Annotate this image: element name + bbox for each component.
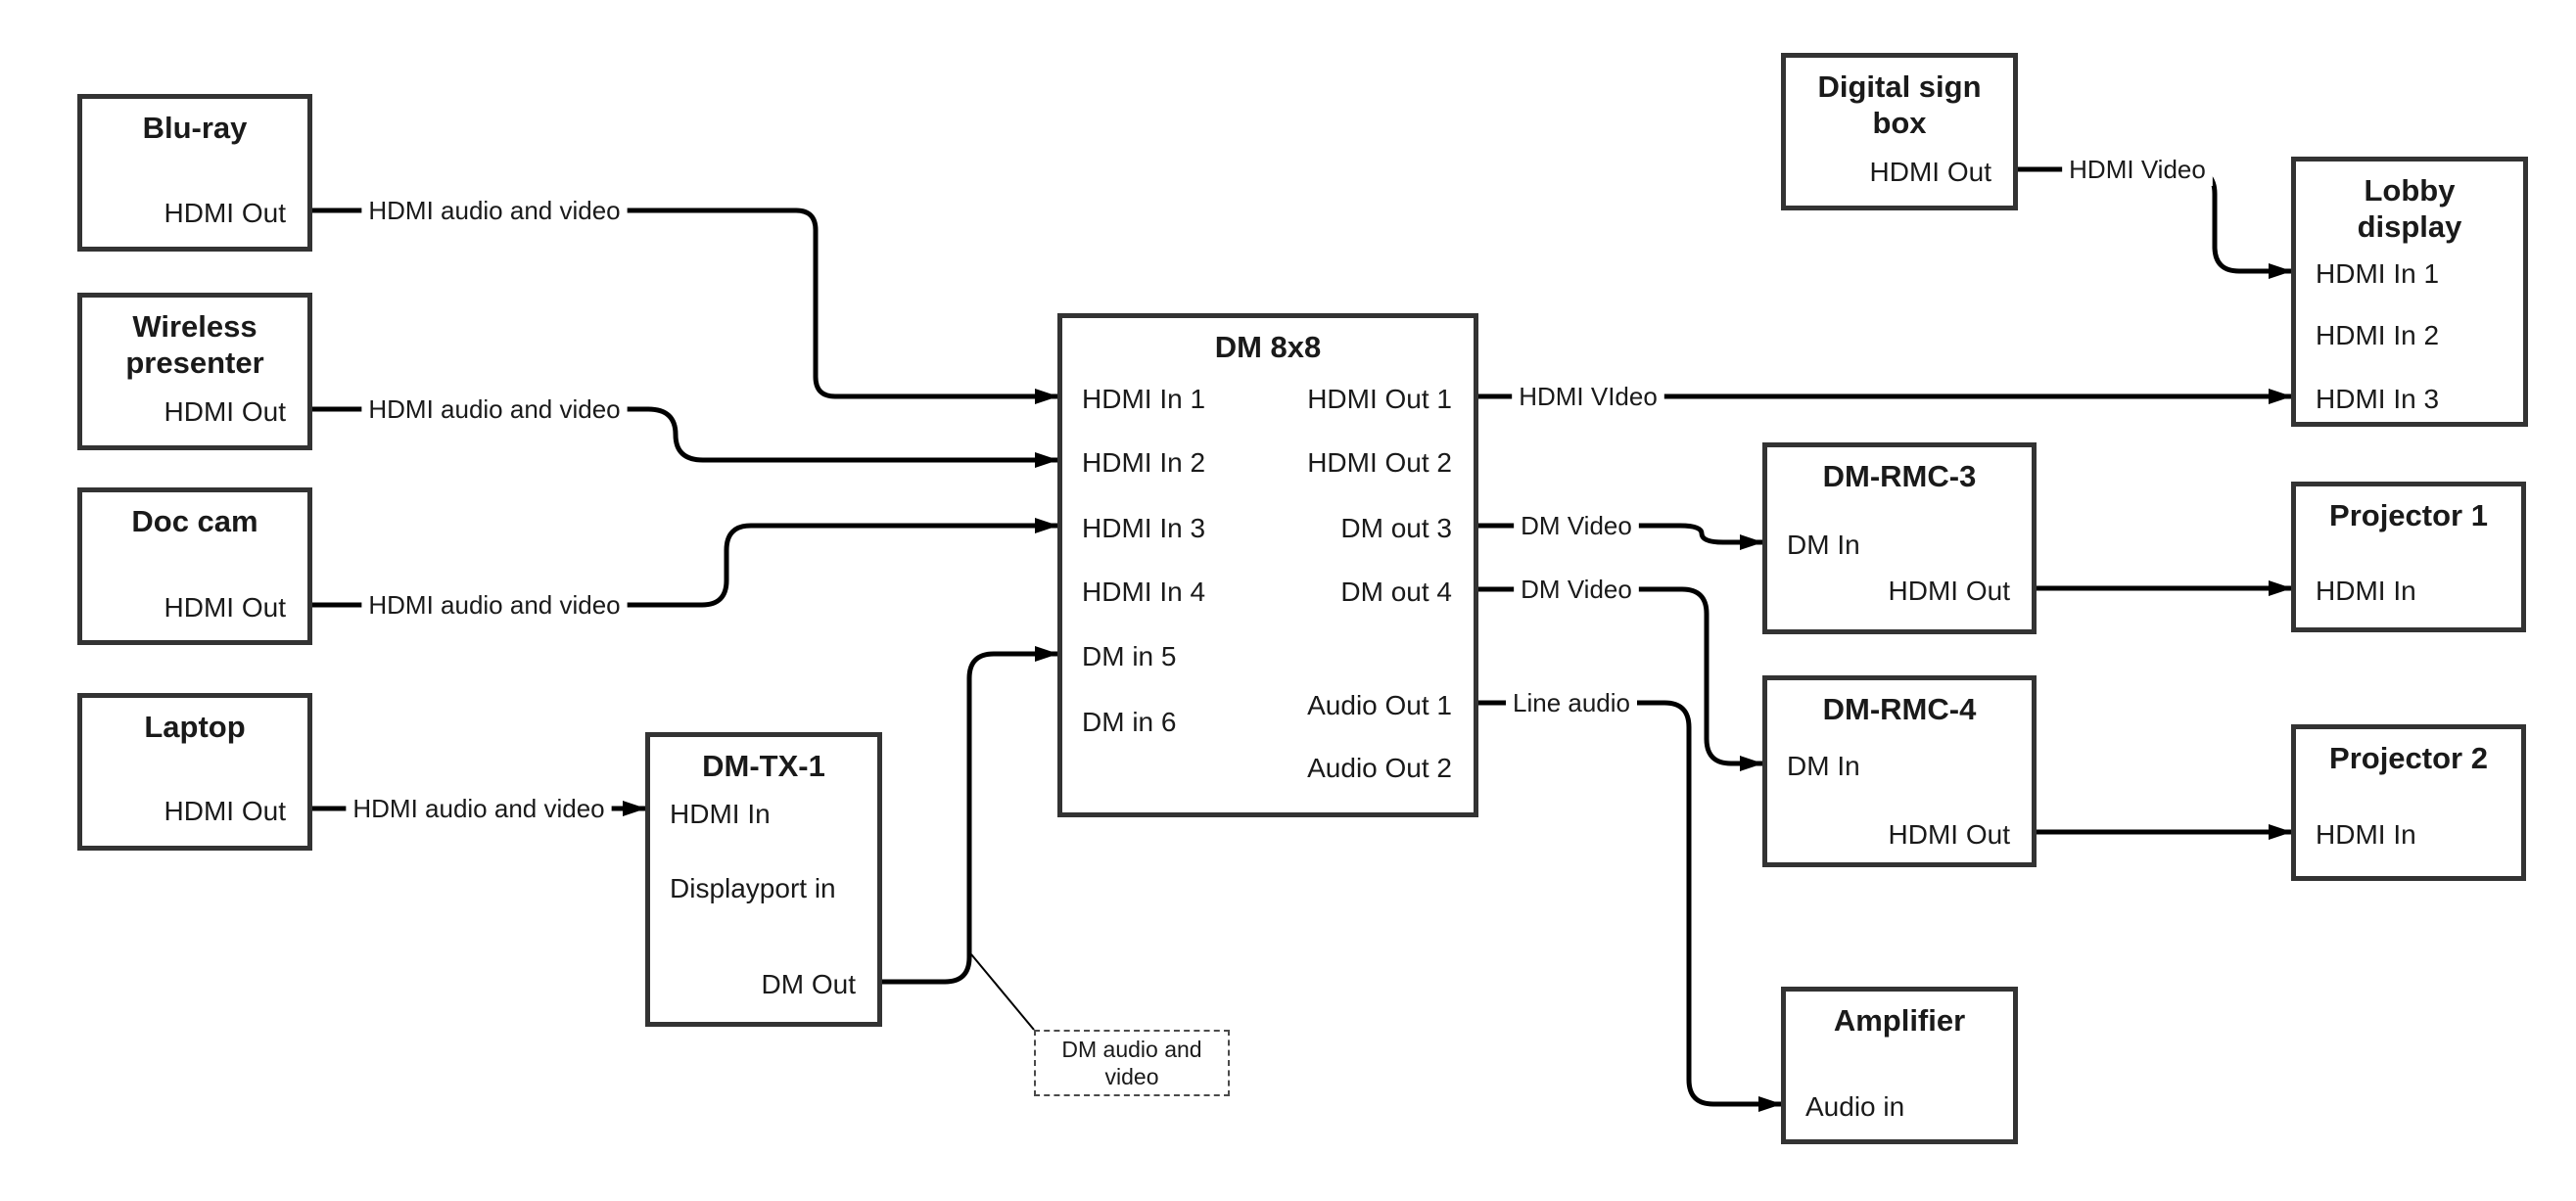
annotation-leader-line xyxy=(970,953,1035,1031)
wire-label-background xyxy=(361,393,628,426)
wire-label-background xyxy=(1514,573,1639,606)
wire-label-background xyxy=(1514,509,1639,542)
wire-label-laptop-to-dmtx1-hdmi-in: HDMI audio and video xyxy=(352,794,604,823)
wire-label-background xyxy=(361,194,628,227)
wire-label-doccam-to-dm8x8-hdmi-in-3: HDMI audio and video xyxy=(368,590,620,620)
wire-dmtx1-to-dm8x8-dm-in-5 xyxy=(882,646,1058,985)
wire-label-background xyxy=(1506,686,1637,719)
wire-label-background xyxy=(1512,380,1664,413)
wire-bluray-to-dm8x8-hdmi-in-1 xyxy=(312,208,1058,404)
wire-paths-group xyxy=(312,166,2292,1112)
wire-dm8x8-audio-out-1-to-amplifier xyxy=(1478,700,1782,1112)
wire-label-background xyxy=(346,792,612,825)
wire-wireless-to-dm8x8-hdmi-in-2 xyxy=(312,406,1058,468)
wire-label-dm8x8-dm-out-3-to-rmc3-dm-in: DM Video xyxy=(1521,511,1632,540)
wire-label-digisign-to-lobby-hdmi-in-1: HDMI Video xyxy=(2069,155,2206,184)
wire-label-dm8x8-dm-out-4-to-rmc4-dm-in: DM Video xyxy=(1521,575,1632,604)
wire-label-dm8x8-hdmi-out-1-to-lobby-hdmi-in-3: HDMI VIdeo xyxy=(1519,382,1658,411)
wire-label-background xyxy=(361,588,628,622)
wire-dm8x8-dm-out-3-to-rmc3-dm-in xyxy=(1478,523,1763,550)
wire-label-wireless-to-dm8x8-hdmi-in-2: HDMI audio and video xyxy=(368,394,620,424)
wire-dm8x8-dm-out-4-to-rmc4-dm-in xyxy=(1478,586,1763,771)
wire-label-dm8x8-audio-out-1-to-amplifier: Line audio xyxy=(1513,688,1630,717)
wire-label-background xyxy=(2062,153,2213,186)
wire-label-bluray-to-dm8x8-hdmi-in-1: HDMI audio and video xyxy=(368,196,620,225)
wire-doccam-to-dm8x8-hdmi-in-3 xyxy=(312,518,1058,608)
